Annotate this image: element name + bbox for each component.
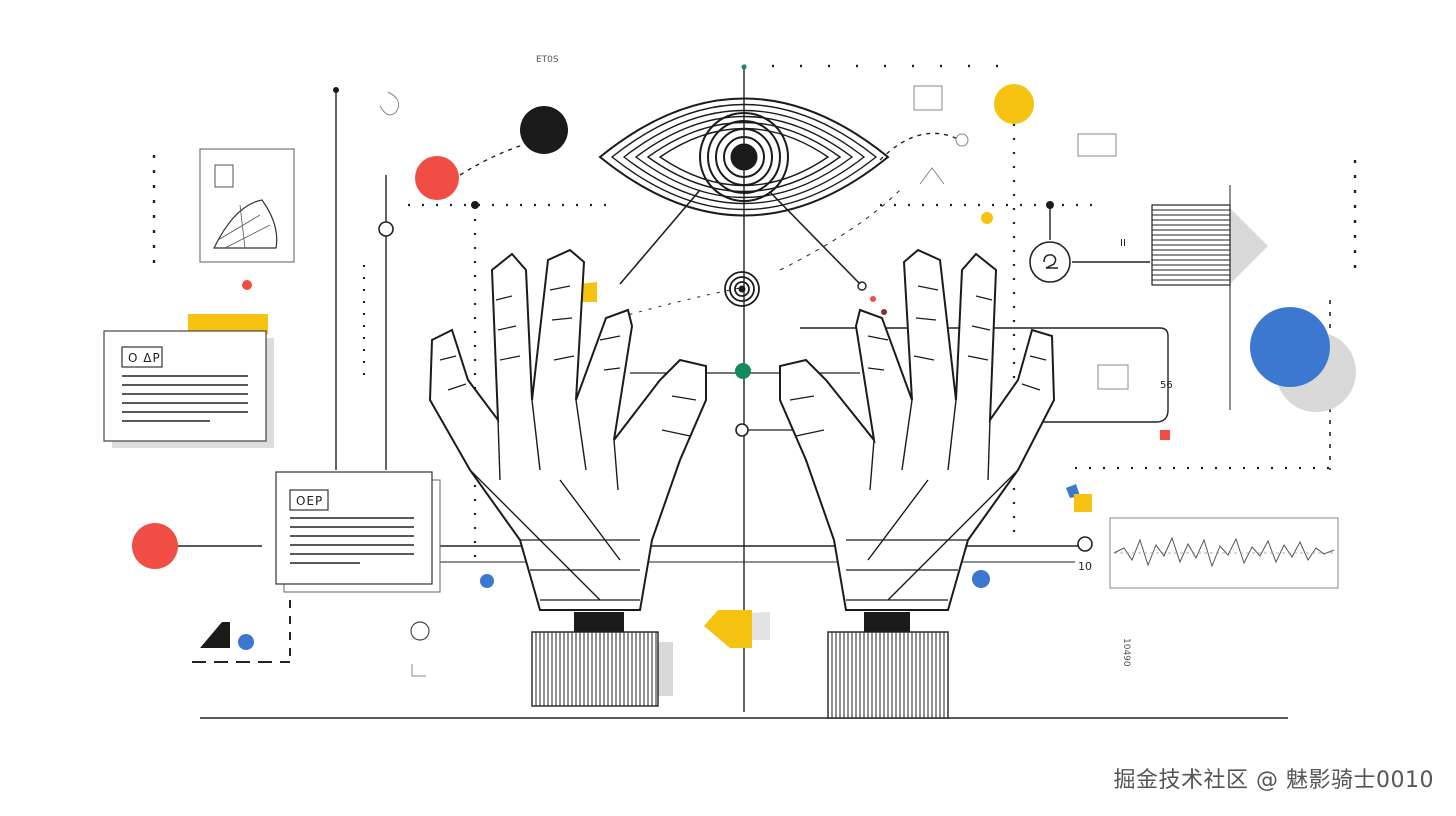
junction-dot <box>1046 201 1054 209</box>
document-card-top: O ΔP <box>103 314 274 448</box>
yellow-dot-small <box>981 212 993 224</box>
doc-top-label: O ΔP <box>128 351 161 365</box>
watermark-text: 掘金技术社区 @ 魅影骑士0010 <box>1113 768 1434 793</box>
num-right: 56 <box>1160 380 1173 391</box>
red-pip <box>881 309 887 315</box>
black-dot <box>520 106 568 154</box>
robot-hand-right <box>779 248 1056 611</box>
wave-tag: 10 <box>1078 560 1092 573</box>
right-vertical-code: 10490 <box>1121 638 1131 667</box>
yellow-shape-bottom <box>704 610 752 648</box>
sketch-frame <box>199 148 295 263</box>
red-chip <box>1160 430 1170 440</box>
eye-icon <box>598 97 890 217</box>
ring-node-center <box>735 423 749 437</box>
black-triangle <box>200 622 230 648</box>
blue-dot-tiny <box>238 634 254 650</box>
pedestal-left <box>531 612 673 707</box>
document-card-bottom: OEP <box>275 471 441 593</box>
red-dot-left <box>132 523 178 569</box>
blue-dot-small-right <box>972 570 990 588</box>
junction-dot <box>857 281 867 291</box>
green-pip <box>741 64 747 70</box>
yellow-dot-top <box>994 84 1034 124</box>
junction-dot <box>333 87 339 93</box>
red-dot-top <box>415 156 459 200</box>
red-pip <box>870 296 876 302</box>
ring-node-lower <box>410 621 430 641</box>
waveform-panel <box>1109 517 1339 589</box>
pedestal-right <box>827 612 949 719</box>
small-mark: II <box>1120 238 1126 249</box>
blue-dot-large <box>1250 307 1330 387</box>
faint-sketches <box>379 85 1129 677</box>
blue-dot-small-left <box>480 574 494 588</box>
spiral-node <box>724 271 760 307</box>
striped-box <box>1151 204 1268 286</box>
tag-top: ΕΤ0S <box>536 55 559 65</box>
gauge-icon <box>1029 241 1071 283</box>
robot-hand-left <box>428 248 707 611</box>
red-dot-small <box>242 280 252 290</box>
yellow-chip <box>1074 494 1092 512</box>
ring-node-right <box>1077 536 1093 552</box>
junction-dot <box>471 201 479 209</box>
ring-node-left <box>378 221 394 237</box>
green-node <box>735 363 751 379</box>
doc-bottom-label: OEP <box>296 494 323 508</box>
